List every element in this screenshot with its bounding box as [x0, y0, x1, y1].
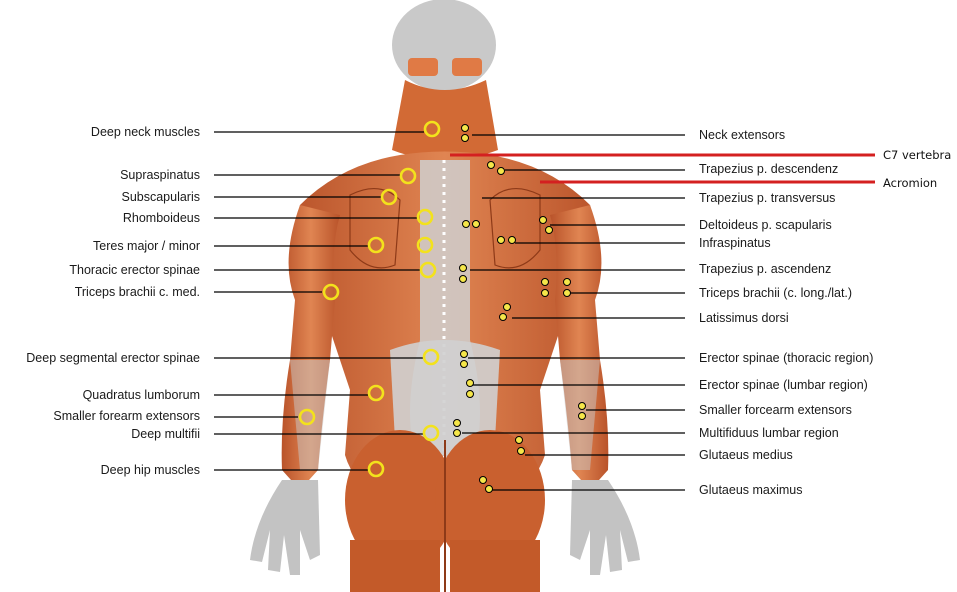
label-smaller-forearm-extensors: Smaller forearm extensors: [0, 409, 200, 423]
label-quadratus-lumborum: Quadratus lumborum: [0, 388, 200, 402]
label-supraspinatus: Supraspinatus: [0, 168, 200, 182]
right-hand: [570, 480, 640, 575]
label-rhomboideus: Rhomboideus: [0, 211, 200, 225]
label-teres-major-minor: Teres major / minor: [0, 239, 200, 253]
label-neck-extensors: Neck extensors: [699, 128, 785, 142]
label-deltoideus-scapularis: Deltoideus p. scapularis: [699, 218, 832, 232]
label-deep-segmental-erector-spinae: Deep segmental erector spinae: [0, 351, 200, 365]
body-silhouette: [250, 0, 640, 592]
label-thoracic-erector-spinae: Thoracic erector spinae: [0, 263, 200, 277]
label-glutaeus-maximus: Glutaeus maximus: [699, 483, 803, 497]
label-triceps-brachii-med: Triceps brachii c. med.: [0, 285, 200, 299]
label-infraspinatus: Infraspinatus: [699, 236, 771, 250]
label-multifiduus-lumbar: Multifiduus lumbar region: [699, 426, 839, 440]
label-trapezius-descendenz: Trapezius p. descendenz: [699, 162, 838, 176]
label-deep-hip-muscles: Deep hip muscles: [0, 463, 200, 477]
label-deep-multifii: Deep multifii: [0, 427, 200, 441]
label-latissimus-dorsi: Latissimus dorsi: [699, 311, 789, 325]
label-erector-spinae-lumbar: Erector spinae (lumbar region): [699, 378, 868, 392]
label-erector-spinae-thoracic: Erector spinae (thoracic region): [699, 351, 873, 365]
label-glutaeus-medius: Glutaeus medius: [699, 448, 793, 462]
label-c7-vertebra: C7 vertebra: [883, 148, 951, 162]
skull: [392, 0, 496, 91]
neck: [392, 80, 498, 160]
label-trapezius-ascendenz: Trapezius p. ascendenz: [699, 262, 831, 276]
label-deep-neck-muscles: Deep neck muscles: [0, 125, 200, 139]
left-hand: [250, 480, 320, 575]
label-subscapularis: Subscapularis: [0, 190, 200, 204]
label-triceps-brachii-long-lat: Triceps brachii (c. long./lat.): [699, 286, 852, 300]
label-smaller-forcearm-extensors: Smaller forcearm extensors: [699, 403, 852, 417]
label-acromion: Acromion: [883, 176, 937, 190]
label-trapezius-transversus: Trapezius p. transversus: [699, 191, 835, 205]
